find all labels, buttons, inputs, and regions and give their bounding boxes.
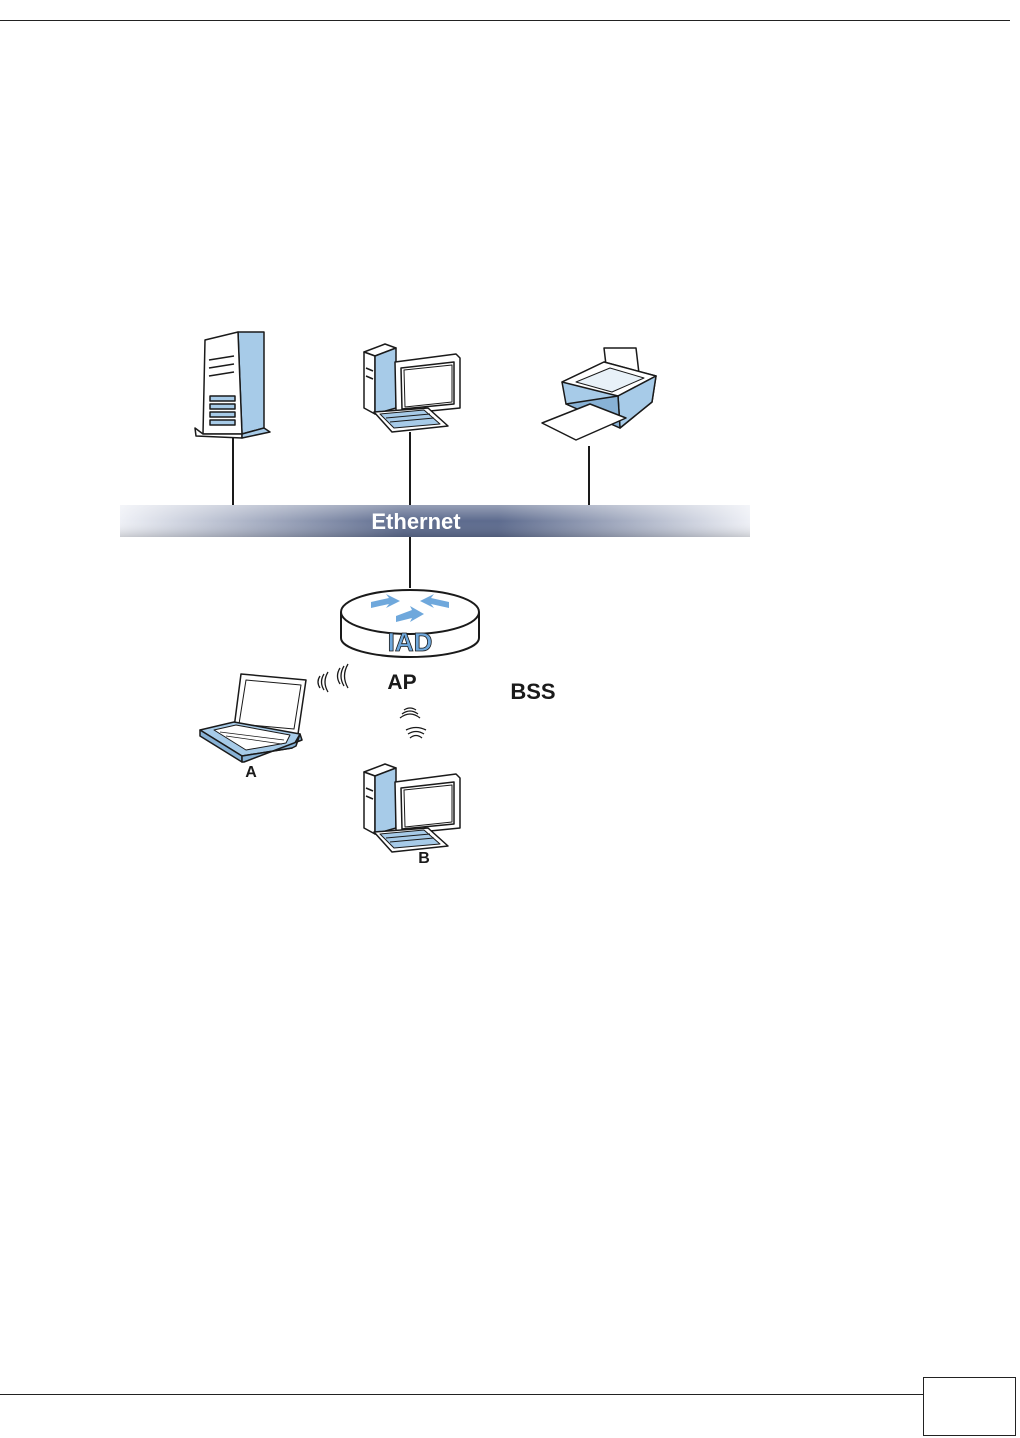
laptop-icon bbox=[200, 674, 306, 762]
bss-label: BSS bbox=[510, 679, 555, 704]
ethernet-label: Ethernet bbox=[371, 509, 461, 534]
ap-label: AP bbox=[387, 671, 416, 694]
client-b-label: B bbox=[418, 850, 430, 867]
desktop-computer-icon bbox=[364, 764, 460, 852]
footer-rule bbox=[0, 1394, 1016, 1395]
printer-icon bbox=[542, 348, 656, 440]
page-number-box bbox=[923, 1377, 1016, 1436]
router-icon: IAD bbox=[341, 590, 479, 657]
router-label: IAD bbox=[388, 627, 433, 657]
wireless-signal-icon bbox=[400, 708, 426, 738]
ethernet-bus: Ethernet bbox=[120, 505, 750, 537]
desktop-computer-icon bbox=[364, 344, 460, 432]
wireless-signal-icon bbox=[318, 664, 348, 692]
server-icon bbox=[195, 332, 270, 438]
client-a-label: A bbox=[245, 764, 257, 781]
